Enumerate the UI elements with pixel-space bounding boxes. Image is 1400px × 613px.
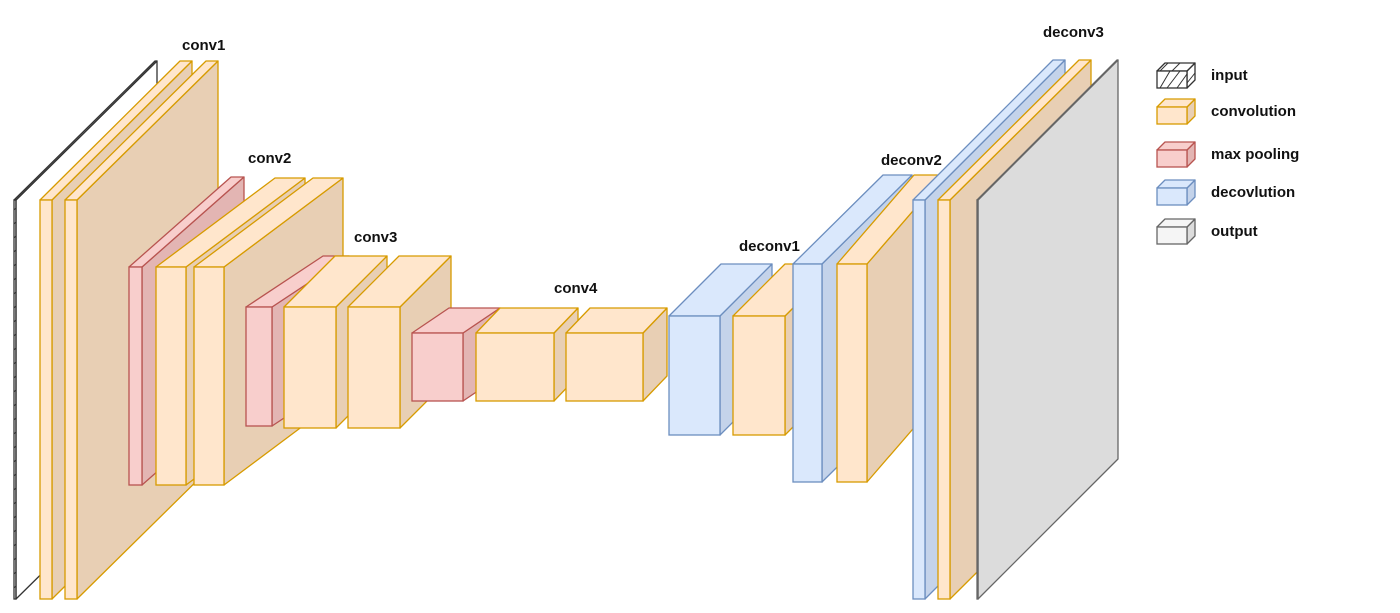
layer-conv4-b — [565, 307, 668, 402]
legend-label-max-pooling: max pooling — [1211, 146, 1299, 163]
label-deconv1: deconv1 — [739, 238, 800, 255]
label-conv4: conv4 — [554, 280, 598, 297]
label-conv1: conv1 — [182, 37, 225, 54]
label-deconv2: deconv2 — [881, 152, 942, 169]
legend-icon-input — [1156, 62, 1196, 89]
network-layers — [13, 59, 1119, 600]
layer-output — [976, 59, 1119, 600]
layer-conv4-a — [475, 307, 579, 402]
label-deconv3: deconv3 — [1043, 24, 1104, 41]
legend-icon-output — [1156, 218, 1196, 245]
legend-label-output: output — [1211, 223, 1258, 240]
legend-label-convolution: convolution — [1211, 103, 1296, 120]
legend-label-deconvolution: decovlution — [1211, 184, 1295, 201]
legend-icon-convolution — [1156, 98, 1196, 125]
legend-icon-deconvolution — [1156, 179, 1196, 206]
label-conv2: conv2 — [248, 150, 291, 167]
legend: input convolution max pooling decovlutio… — [1156, 62, 1299, 245]
label-conv3: conv3 — [354, 229, 397, 246]
legend-icon-max-pooling — [1156, 141, 1196, 168]
legend-label-input: input — [1211, 67, 1248, 84]
